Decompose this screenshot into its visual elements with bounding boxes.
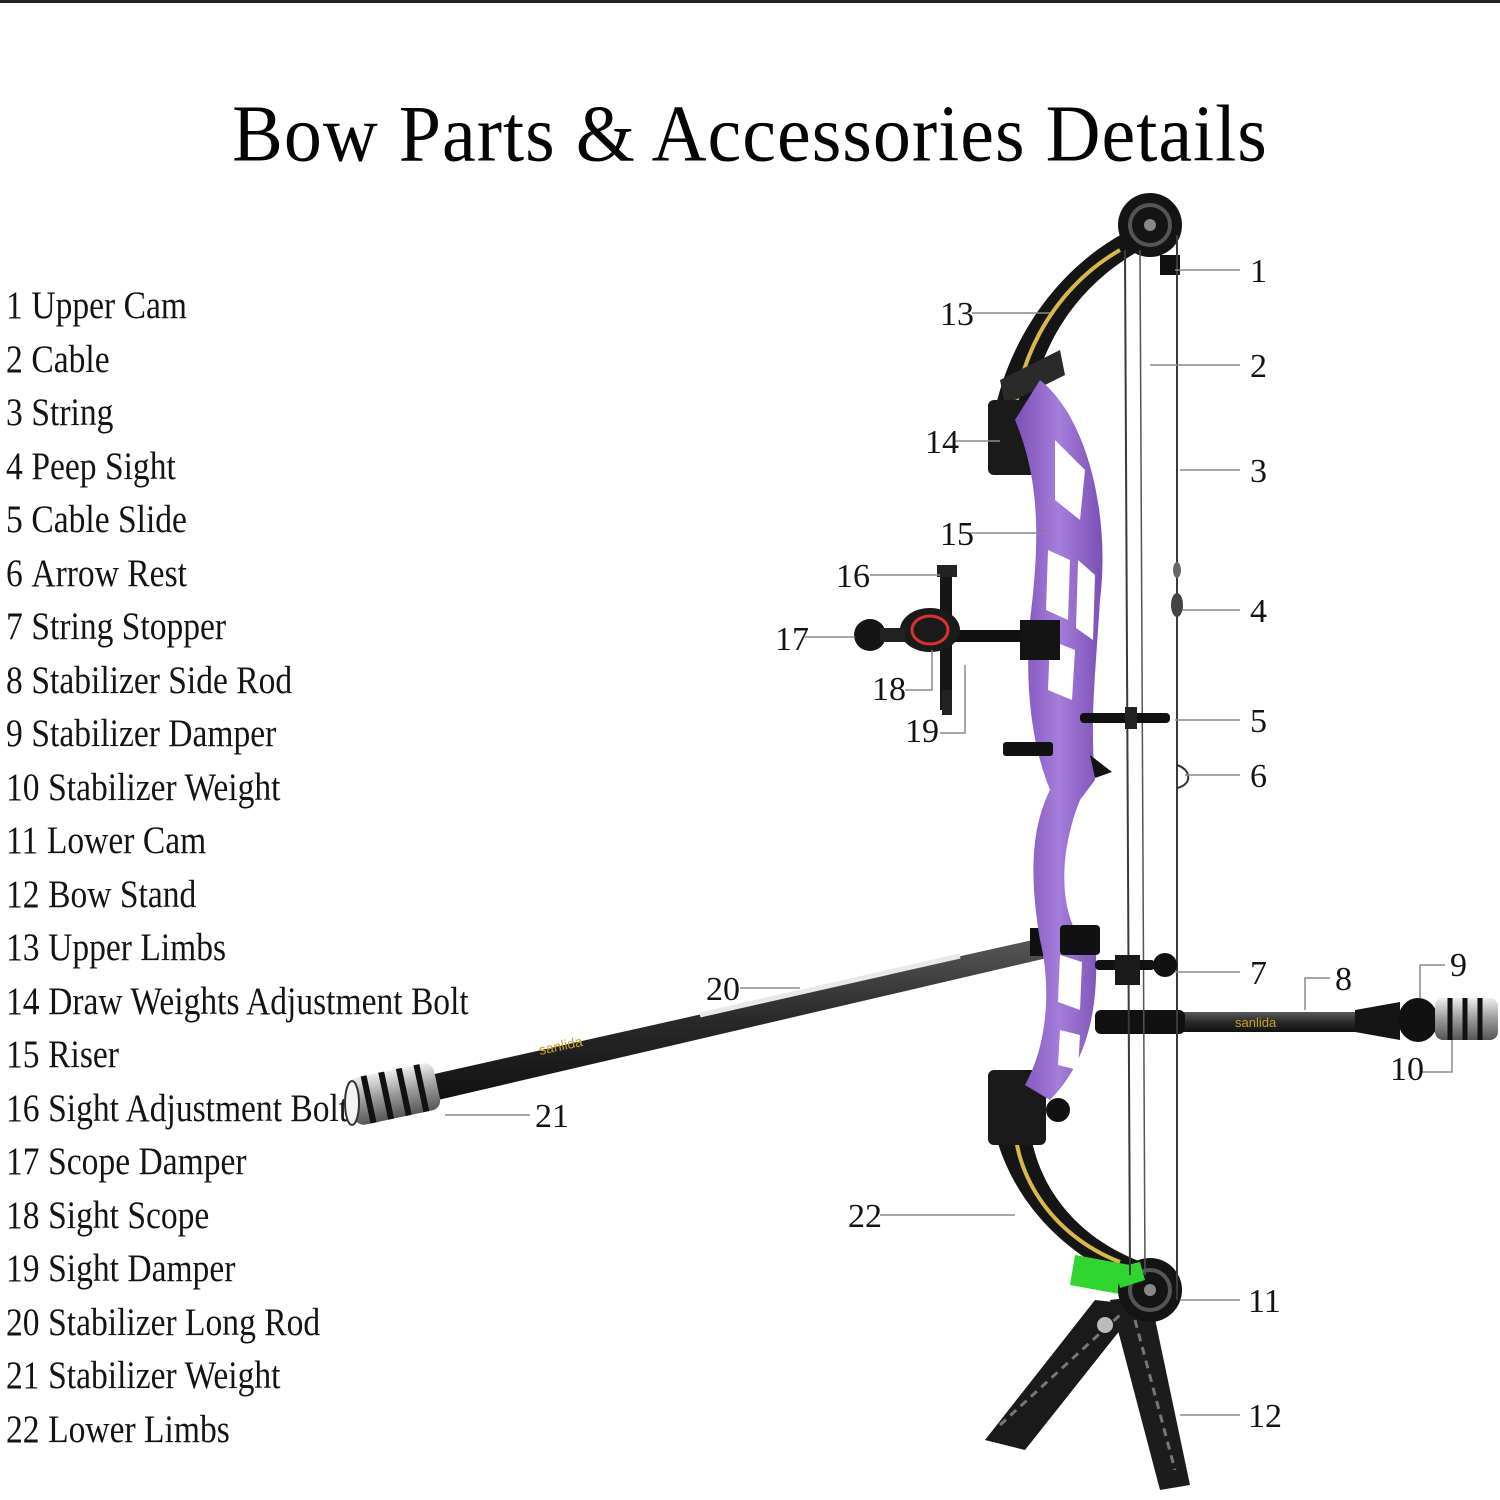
sight-damper [942, 690, 952, 715]
callout-17: 17 [775, 621, 809, 658]
peep-sight [1171, 562, 1183, 617]
stabilizer-long-rod: sanlida [430, 928, 1060, 1100]
callout-21: 21 [535, 1098, 569, 1135]
bow-stand [985, 1295, 1190, 1490]
callout-2: 2 [1250, 348, 1267, 385]
cable-slide [1080, 707, 1170, 729]
stabilizer-weight-long [344, 1063, 441, 1126]
callout-19: 19 [905, 713, 939, 750]
callout-9: 9 [1450, 947, 1467, 984]
callout-labels: 1 2 3 4 5 6 7 8 9 10 11 12 13 14 15 16 1… [535, 253, 1467, 1435]
stabilizer-side-rod: sanlida [1095, 1002, 1400, 1040]
callout-22: 22 [848, 1198, 882, 1235]
callout-10: 10 [1390, 1051, 1424, 1088]
callout-16: 16 [836, 558, 870, 595]
leader-lines [445, 269, 1453, 1416]
side-rod-brand-text: sanlida [1235, 1015, 1277, 1030]
callout-12: 12 [1248, 1398, 1282, 1435]
cables [1124, 249, 1146, 1276]
callout-20: 20 [706, 971, 740, 1008]
top-border [0, 0, 1500, 3]
sight-adjustment-bolt [937, 565, 957, 577]
callout-11: 11 [1248, 1283, 1281, 1320]
callout-5: 5 [1250, 703, 1267, 740]
callout-1: 1 [1250, 253, 1267, 290]
callout-7: 7 [1250, 955, 1267, 992]
page-title: Bow Parts & Accessories Details [232, 89, 1268, 179]
callout-18: 18 [872, 671, 906, 708]
callout-6: 6 [1250, 758, 1267, 795]
callout-8: 8 [1335, 961, 1352, 998]
string-stopper [1095, 953, 1177, 985]
callout-4: 4 [1250, 593, 1267, 630]
stabilizer-weight-side [1435, 998, 1498, 1040]
callout-14: 14 [925, 424, 959, 461]
stabilizer-damper-side [1398, 998, 1438, 1042]
lower-cam [1115, 1258, 1182, 1322]
callout-13: 13 [940, 296, 974, 333]
callout-15: 15 [940, 516, 974, 553]
riser [1015, 380, 1103, 1100]
sight-scope [900, 608, 960, 652]
scope-damper [854, 619, 905, 651]
callout-3: 3 [1250, 453, 1267, 490]
upper-cam [1118, 193, 1182, 275]
arrow-rest [1003, 742, 1190, 789]
